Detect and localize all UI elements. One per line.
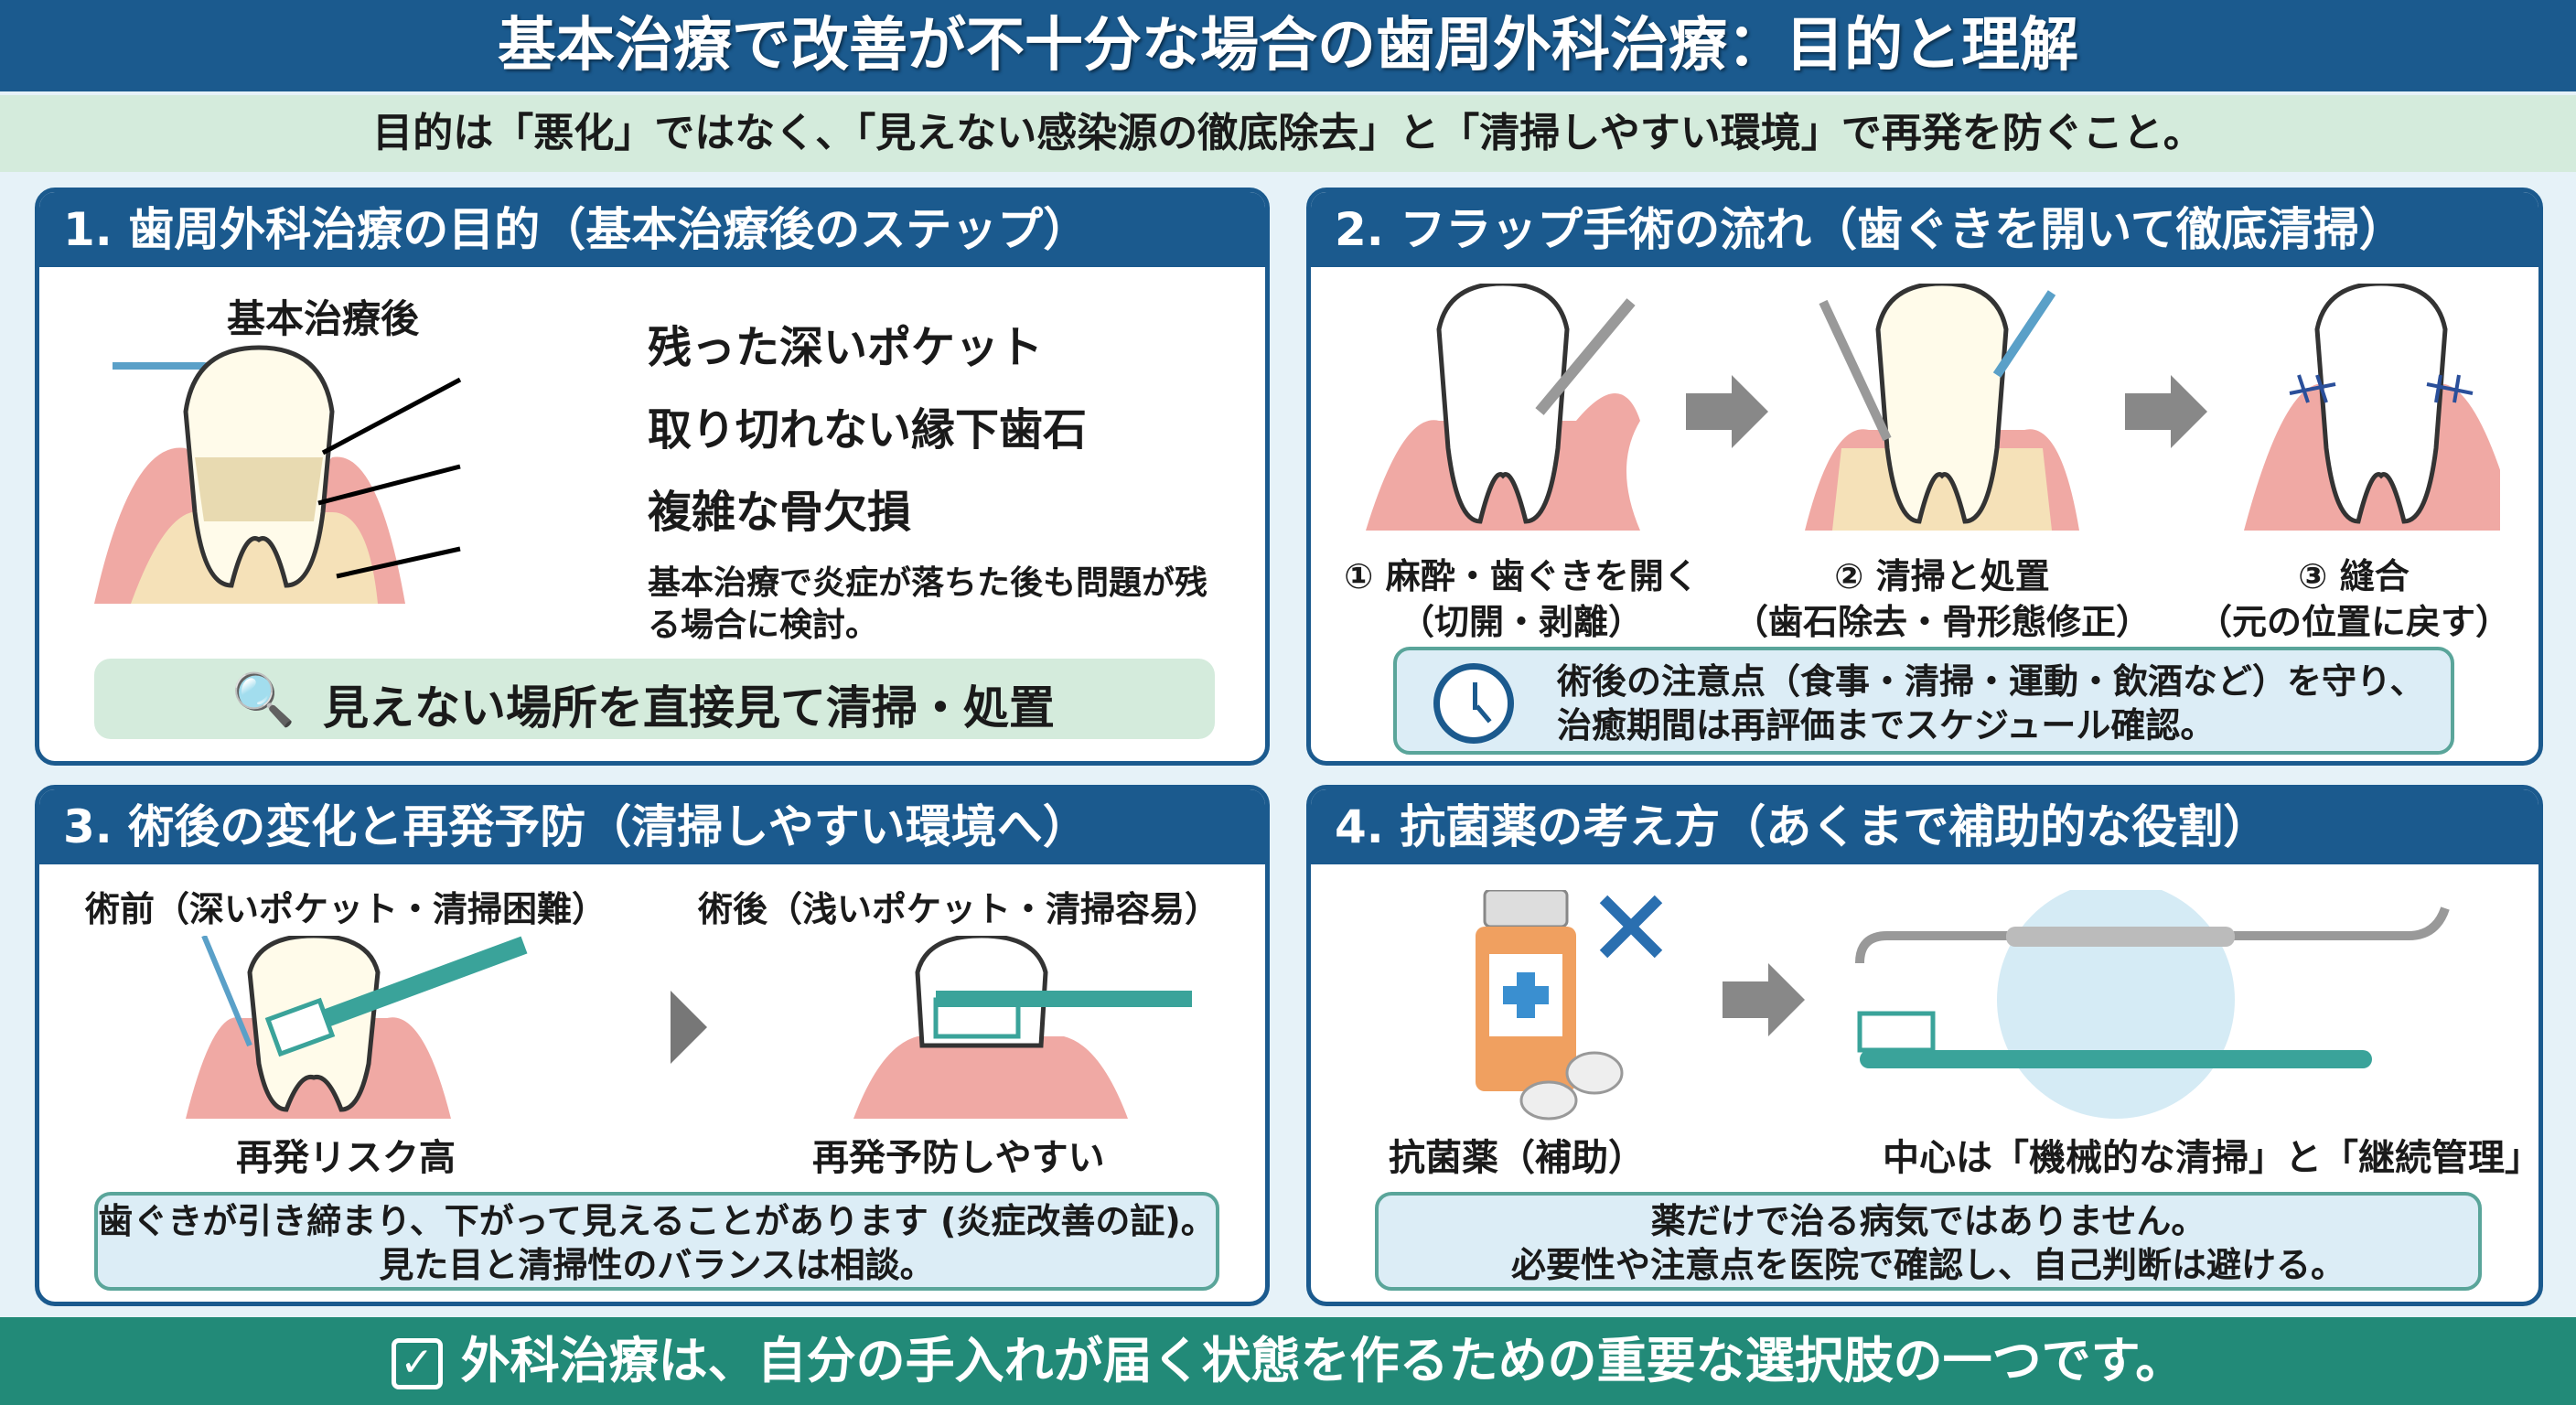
- surgery-condition-text: 基本治療で炎症が落ちた後も問題が残る場合に検討。: [648, 564, 1208, 644]
- panel-surgery-purpose: 1. 歯周外科治療の目的（基本治療後のステップ） 基本治療後 残った深いポケット…: [35, 188, 1270, 766]
- panel-title: 1. 歯周外科治療の目的（基本治療後のステップ）: [39, 192, 1265, 267]
- callout-deep-pocket: 残った深いポケット: [648, 322, 1044, 373]
- panel-title: 2. フラップ手術の流れ（歯ぐきを開いて徹底清掃）: [1311, 192, 2538, 267]
- step-3-title: ③ 縫合: [2298, 556, 2410, 596]
- before-caption: 再発リスク高: [236, 1137, 456, 1179]
- step-1-detail: （切開・剥離）: [1399, 602, 1643, 642]
- x-mark-icon: [1599, 895, 1663, 959]
- postop-note-line1: 術後の注意点（食事・清掃・運動・飲酒など）を守り、: [1557, 661, 2425, 702]
- callout-bone-defect: 複雑な骨欠損: [648, 487, 912, 538]
- step-1-title: ① 麻酔・歯ぐきを開く: [1344, 556, 1699, 596]
- postop-change-note: 歯ぐきが引き締まり、下がって見えることがあります (炎症改善の証)。 見た目と清…: [94, 1192, 1219, 1291]
- step3-tooth: [2244, 284, 2500, 531]
- arrow-icon: [1686, 375, 1768, 448]
- step-2-label: ② 清掃と処置 （歯石除去・骨形態修正）: [1723, 553, 2162, 645]
- purpose-banner: 🔍 見えない場所を直接見て清掃・処置: [94, 659, 1215, 739]
- callout-subgingival-calculus: 取り切れない縁下歯石: [648, 404, 1088, 456]
- checkbox-icon: ✓: [391, 1338, 443, 1390]
- panel-title: 4. 抗菌薬の考え方（あくまで補助的な役割）: [1311, 789, 2538, 864]
- after-label: 術後（浅いポケット・清掃容易）: [698, 889, 1220, 929]
- before-label: 術前（深いポケット・清掃困難）: [85, 889, 607, 929]
- panel-antibiotics: 4. 抗菌薬の考え方（あくまで補助的な役割） 抗菌薬（補助） 中心は「機械的な清…: [1306, 785, 2543, 1306]
- footer-text: 外科治療は、自分の手入れが届く状態を作るための重要な選択肢の一つです。: [460, 1332, 2185, 1389]
- antibiotic-note-line1: 薬だけで治る病気ではありません。: [1650, 1201, 2206, 1241]
- mechanical-cleaning-caption: 中心は「機械的な清掃」と「継続管理」: [1883, 1137, 2541, 1179]
- step-2-title: ② 清掃と処置: [1834, 556, 2050, 596]
- step-1-label: ① 麻酔・歯ぐきを開く （切開・剥離）: [1329, 553, 1713, 645]
- clock-icon: [1433, 663, 1514, 744]
- footer-banner: ✓ 外科治療は、自分の手入れが届く状態を作るための重要な選択肢の一つです。: [0, 1317, 2576, 1405]
- panel-postop-changes: 3. 術後の変化と再発予防（清掃しやすい環境へ） 術前（深いポケット・清掃困難）…: [35, 785, 1270, 1306]
- step1-tooth: [1366, 284, 1640, 531]
- after-caption: 再発予防しやすい: [812, 1137, 1105, 1179]
- postop-note: 術後の注意点（食事・清掃・運動・飲酒など）を守り、 治癒期間は再評価までスケジュ…: [1393, 647, 2454, 755]
- antibiotic-note-line2: 必要性や注意点を医院で確認し、自己判断は避ける。: [1510, 1245, 2345, 1285]
- page-subtitle: 目的は「悪化」ではなく、「見えない感染源の徹底除去」と「清掃しやすい環境」で再発…: [0, 95, 2576, 172]
- antibiotic-caption: 抗菌薬（補助）: [1389, 1137, 1645, 1179]
- antibiotics-illustration: [1476, 890, 2450, 1121]
- arrow-icon: [2125, 375, 2207, 448]
- step-3-label: ③ 縫合 （元の位置に戻す）: [2171, 553, 2537, 645]
- arrow-icon: [1723, 963, 1805, 1036]
- page-title: 基本治療で改善が不十分な場合の歯周外科治療：目的と理解: [0, 0, 2576, 91]
- medical-cross-icon: [1503, 972, 1549, 1018]
- step-3-detail: （元の位置に戻す）: [2196, 602, 2510, 642]
- antibiotic-note: 薬だけで治る病気ではありません。 必要性や注意点を医院で確認し、自己判断は避ける…: [1375, 1192, 2482, 1291]
- flap-steps-illustration: [1366, 284, 2500, 531]
- magnifier-icon: 🔍: [231, 670, 295, 730]
- panel-flap-surgery: 2. フラップ手術の流れ（歯ぐきを開いて徹底清掃） ① 麻酔・歯ぐきを開く （切開…: [1306, 188, 2543, 766]
- tooth-label: 基本治療後: [227, 296, 420, 341]
- purpose-banner-text: 見えない場所を直接見て清掃・処置: [323, 681, 1055, 735]
- tooth-pocket-illustration: [94, 345, 462, 604]
- panel-title: 3. 術後の変化と再発予防（清掃しやすい環境へ）: [39, 789, 1265, 864]
- arrow-icon: [671, 991, 707, 1064]
- before-after-illustration: [186, 936, 1192, 1119]
- step-2-detail: （歯石除去・骨形態修正）: [1733, 602, 2151, 642]
- postop-change-line2: 見た目と清掃性のバランスは相談。: [379, 1245, 935, 1285]
- step2-tooth: [1805, 284, 2079, 531]
- postop-change-line1: 歯ぐきが引き締まり、下がって見えることがあります (炎症改善の証)。: [98, 1201, 1216, 1241]
- postop-note-line2: 治癒期間は再評価までスケジュール確認。: [1557, 705, 2216, 745]
